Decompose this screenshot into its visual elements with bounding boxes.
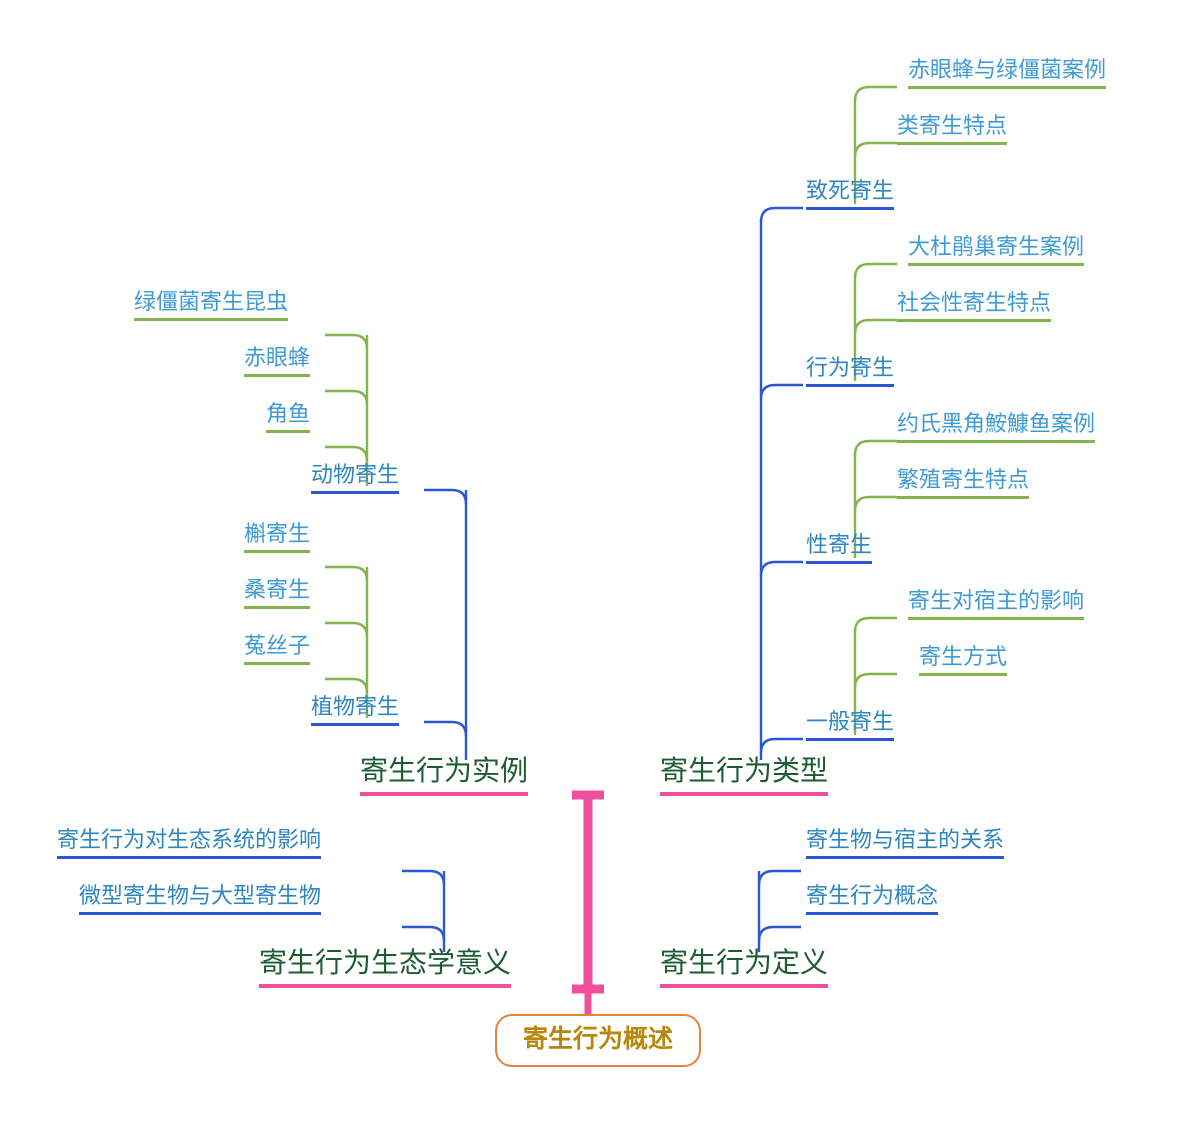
branch-parasitic-behavior-types[interactable]: 寄生行为类型	[660, 757, 829, 796]
branch-parasitic-behavior-examples[interactable]: 寄生行为实例	[360, 757, 529, 796]
node-impact-on-ecosystem[interactable]: 寄生行为对生态系统的影响	[57, 829, 322, 859]
node-parasitism-modes[interactable]: 寄生方式	[919, 646, 1008, 676]
node-sexual-parasitism[interactable]: 性寄生	[806, 534, 873, 564]
node-lethal-parasitism[interactable]: 致死寄生	[806, 180, 895, 210]
node-impact-on-host[interactable]: 寄生对宿主的影响	[908, 590, 1085, 620]
wire-left-top-blue	[424, 488, 468, 760]
node-trichogramma-and-fungus-case[interactable]: 赤眼蜂与绿僵菌案例	[908, 59, 1107, 89]
node-micro-and-macro-parasites[interactable]: 微型寄生物与大型寄生物	[79, 885, 322, 915]
node-anglerfish-case[interactable]: 约氏黑角鮟鱇鱼案例	[897, 413, 1096, 443]
node-plant-parasitism[interactable]: 植物寄生	[311, 696, 400, 726]
node-dodder[interactable]: 菟丝子	[244, 635, 311, 665]
node-animal-parasitism[interactable]: 动物寄生	[311, 464, 400, 494]
node-loranthus[interactable]: 桑寄生	[244, 579, 311, 609]
node-social-parasitism-traits[interactable]: 社会性寄生特点	[897, 292, 1052, 322]
branch-ecological-significance[interactable]: 寄生行为生态学意义	[259, 949, 512, 988]
root-spine	[572, 790, 604, 1014]
wire-right-top-blue	[759, 206, 803, 760]
node-trichogramma[interactable]: 赤眼蜂	[244, 347, 311, 377]
node-reproductive-parasitism-traits[interactable]: 繁殖寄生特点	[897, 469, 1030, 499]
wire-right-bottom-blue	[757, 869, 801, 952]
branch-parasitic-behavior-definition[interactable]: 寄生行为定义	[660, 949, 829, 988]
node-parasite-host-relationship[interactable]: 寄生物与宿主的关系	[806, 829, 1005, 859]
node-mistletoe[interactable]: 槲寄生	[244, 523, 311, 553]
node-behavioral-parasitism[interactable]: 行为寄生	[806, 357, 895, 387]
root-node[interactable]: 寄生行为概述	[495, 1014, 702, 1067]
node-parasitic-behavior-concept[interactable]: 寄生行为概念	[806, 885, 939, 915]
node-green-muscardine-fungus-parasitizes-insects[interactable]: 绿僵菌寄生昆虫	[134, 291, 289, 321]
node-common-cuckoo-brood-parasitism-case[interactable]: 大杜鹃巢寄生案例	[908, 236, 1085, 266]
node-general-parasitism[interactable]: 一般寄生	[806, 711, 895, 741]
node-horn-fish[interactable]: 角鱼	[266, 403, 311, 433]
wire-left-bottom-blue	[402, 869, 446, 952]
node-parasitoid-traits[interactable]: 类寄生特点	[897, 115, 1008, 145]
